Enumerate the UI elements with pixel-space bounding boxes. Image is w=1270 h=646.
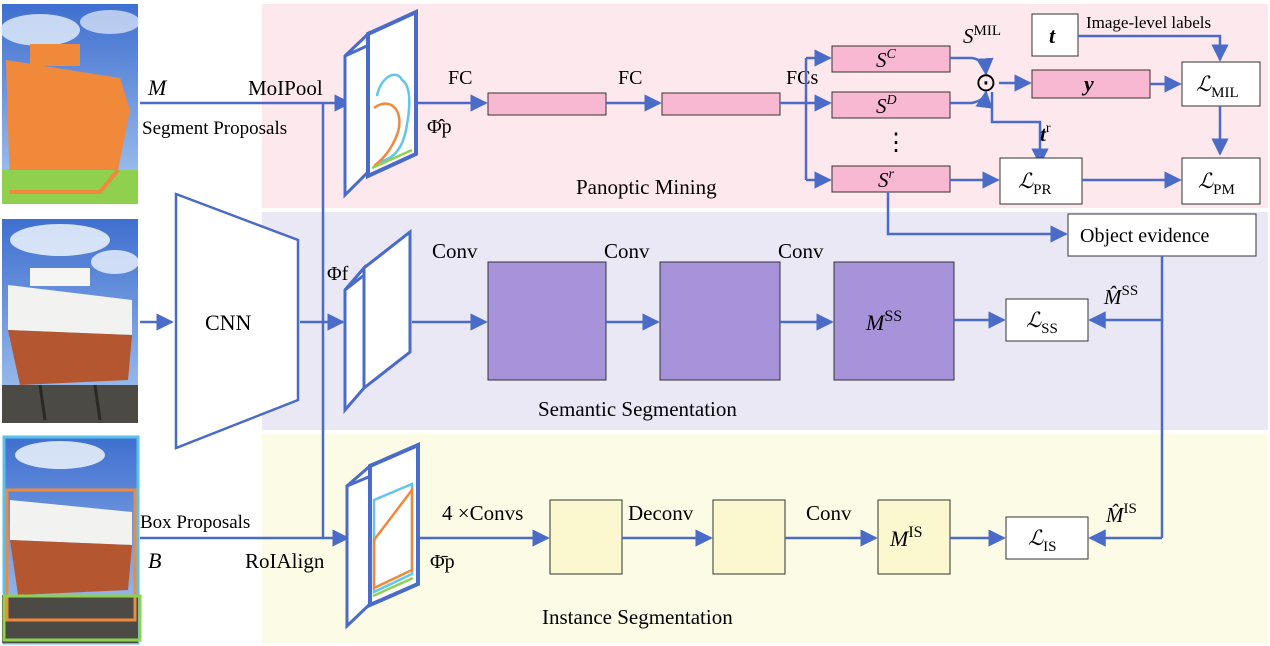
s-dots: ⋮ xyxy=(884,130,908,156)
s-r-block xyxy=(831,165,951,193)
cnn-label: CNN xyxy=(205,310,252,335)
moipool-label: MoIPool xyxy=(248,76,323,100)
phi-bar-p-feature-block xyxy=(345,441,420,630)
phi-hat-p-label: Φ̂p xyxy=(427,116,452,138)
odot-operator: ⊙ xyxy=(975,68,997,97)
image-level-labels: Image-level labels xyxy=(1086,13,1211,32)
convs4-block xyxy=(549,499,623,575)
m-symbol: M xyxy=(147,75,168,100)
m-is-label: MIS xyxy=(889,524,923,551)
s-d-block xyxy=(831,91,951,119)
l-ss-label: ℒSS xyxy=(1026,308,1058,337)
roialign-label: RoIAlign xyxy=(245,549,325,573)
b-symbol: B xyxy=(148,548,161,573)
l-pr-block xyxy=(999,157,1083,205)
deconv-block xyxy=(712,499,786,575)
box-proposals-label: Box Proposals xyxy=(140,512,250,533)
arrow-t-to-l-mil xyxy=(1078,34,1229,62)
arrow-s-r-to-object-evidence xyxy=(886,192,1068,243)
m-hat-is-label: M̂IS xyxy=(1105,501,1137,527)
phi-f-label: Φf xyxy=(327,263,349,285)
y-block xyxy=(1031,69,1151,99)
s-mil-label: SMIL xyxy=(963,23,1001,48)
l-mil-label: ℒMIL xyxy=(1196,72,1239,101)
m-hat-ss-label: M̂SS xyxy=(1103,283,1138,309)
conv2-label: Conv xyxy=(604,239,650,263)
l-ss-block xyxy=(1005,298,1089,342)
instance-segmentation-title: Instance Segmentation xyxy=(542,605,733,629)
t-label: t xyxy=(1049,23,1056,48)
phi-bar-p-label: Φ̄p xyxy=(430,551,455,573)
fc2-label: FC xyxy=(618,67,642,89)
phi-hat-p-feature-block xyxy=(343,8,418,199)
m-is-block xyxy=(877,499,951,575)
s-c-label: SC xyxy=(876,47,897,72)
y-label: y xyxy=(1081,71,1094,96)
input-image-cnn xyxy=(2,219,139,423)
fc1-label: FC xyxy=(448,67,472,89)
object-evidence-label: Object evidence xyxy=(1080,225,1209,247)
object-evidence-block xyxy=(1067,213,1257,257)
segment-proposals-label: Segment Proposals xyxy=(142,118,287,139)
phi-f-feature-block xyxy=(343,228,412,415)
arrow-s-d-to-odot xyxy=(950,90,993,109)
conv3-label: Conv xyxy=(778,239,824,263)
cnn-block xyxy=(174,192,300,450)
input-image-segment-proposals xyxy=(0,4,140,204)
l-pr-label: ℒPR xyxy=(1018,169,1051,198)
deconv-label: Deconv xyxy=(628,501,694,525)
l-is-block xyxy=(1005,516,1089,560)
conv2-block xyxy=(659,261,781,381)
conv-is-label: Conv xyxy=(806,501,852,525)
input-image-box-proposals xyxy=(2,435,142,645)
fc2-block xyxy=(661,92,781,116)
panoptic-mining-title: Panoptic Mining xyxy=(576,175,717,199)
l-is-label: ℒIS xyxy=(1028,526,1056,555)
l-pm-block xyxy=(1181,157,1261,205)
m-ss-block xyxy=(833,261,955,381)
fcs-label: FCs xyxy=(786,67,818,89)
arrow-s-c-to-odot xyxy=(950,56,994,76)
t-block xyxy=(1031,13,1079,57)
m-ss-label: MSS xyxy=(865,308,902,335)
s-r-label: Sr xyxy=(878,167,895,192)
t-r-label: tr xyxy=(1040,121,1051,146)
fc1-block xyxy=(487,92,607,116)
conv1-label: Conv xyxy=(432,239,478,263)
s-d-label: SD xyxy=(876,93,897,118)
l-pm-label: ℒPM xyxy=(1198,169,1235,198)
l-mil-block xyxy=(1181,61,1261,107)
conv1-block xyxy=(487,261,607,381)
semantic-segmentation-title: Semantic Segmentation xyxy=(538,397,737,421)
convs4-label: 4 ×Convs xyxy=(442,501,523,525)
arrow-odot-to-l-pr xyxy=(990,92,1049,166)
s-c-block xyxy=(831,45,951,73)
